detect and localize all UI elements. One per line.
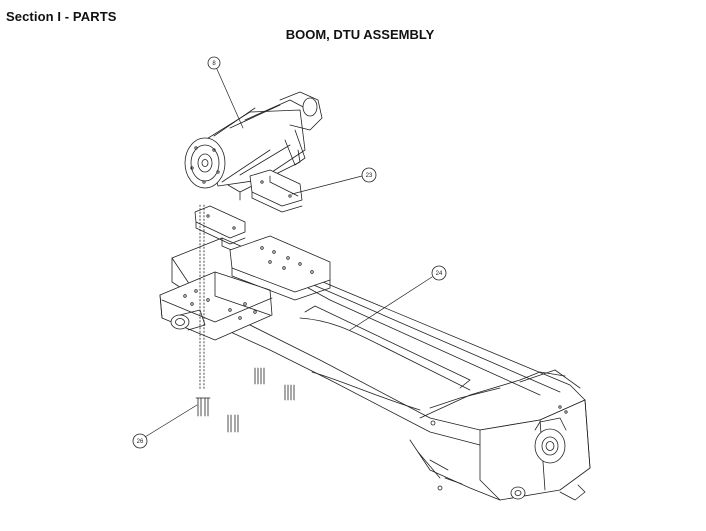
mount-plate	[159, 271, 273, 341]
section-title: Section I - PARTS	[6, 9, 117, 24]
callout-26-label: 26	[137, 439, 144, 445]
lower-bracket	[194, 205, 246, 245]
upper-mount-plate	[229, 235, 331, 301]
callout-24: 24	[431, 265, 447, 281]
callout-8: 8	[207, 56, 221, 70]
callout-24-label: 24	[436, 271, 443, 277]
winch	[184, 91, 323, 201]
callout-23-label: 23	[366, 173, 373, 179]
callout-26: 26	[132, 433, 148, 449]
page-title: BOOM, DTU ASSEMBLY	[285, 27, 435, 42]
bolt-pair-1	[195, 397, 211, 417]
callout-23: 23	[361, 167, 377, 183]
bolts	[195, 204, 295, 433]
bracket	[249, 169, 303, 213]
bolt-pair-3	[284, 384, 295, 401]
callout-8-label: 8	[212, 61, 216, 67]
boom-assembly	[171, 237, 591, 501]
leader-lines	[144, 66, 433, 438]
bolt-pair-2	[254, 367, 265, 385]
bolt-pair-4	[227, 414, 239, 433]
